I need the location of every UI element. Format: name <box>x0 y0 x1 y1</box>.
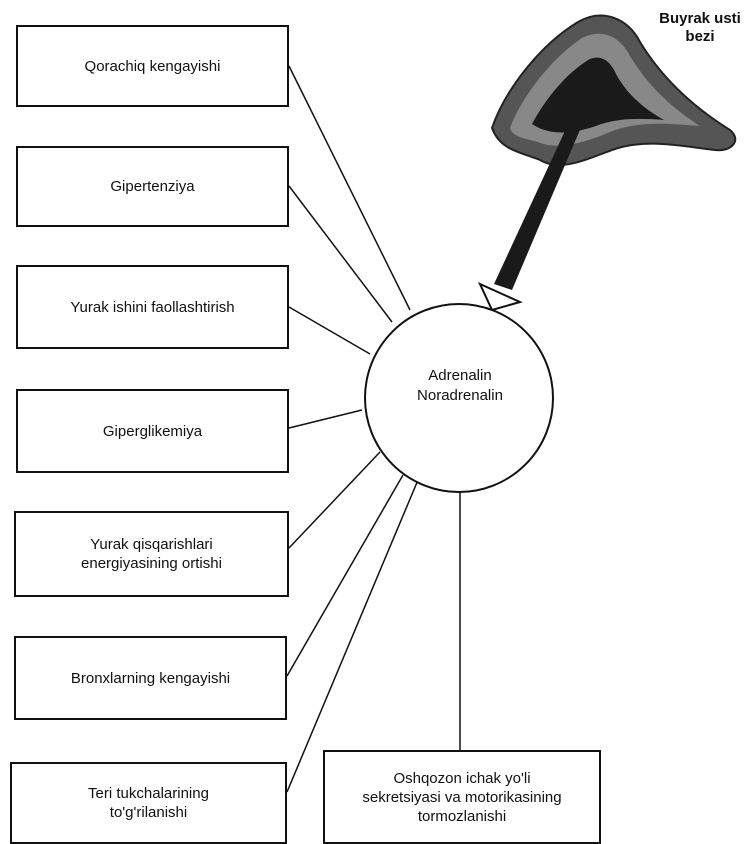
hormone-hub-label: Adrenalin Noradrenalin <box>362 366 558 406</box>
connector-yurak-ishi <box>289 307 370 354</box>
connector-giperglikemiya <box>289 410 362 428</box>
connector-yurak-qisqarishlari <box>289 452 380 548</box>
effect-box-bronxlarning-kengayishi: Bronxlarning kengayishi <box>14 636 287 720</box>
effect-box-yurak-qisqarishlari: Yurak qisqarishlari energiyasining ortis… <box>14 511 289 597</box>
effect-box-gipertenziya: Gipertenziya <box>16 146 289 227</box>
effect-box-qorachiq-kengayishi: Qorachiq kengayishi <box>16 25 289 107</box>
connector-gipertenziya <box>289 186 392 322</box>
effect-box-oshqozon-ichak: Oshqozon ichak yo'li sekretsiyasi va mot… <box>323 750 601 844</box>
connector-teri <box>287 480 418 792</box>
connector-qorachiq <box>289 66 410 310</box>
adrenal-gland-illustration <box>480 16 735 310</box>
effect-box-yurak-ishini-faollashtirish: Yurak ishini faollashtirish <box>16 265 289 349</box>
connector-bronxlar <box>287 475 403 676</box>
effect-box-giperglikemiya: Giperglikemiya <box>16 389 289 473</box>
adrenal-gland-label: Buyrak usti bezi <box>648 10 752 46</box>
release-arrowhead <box>480 284 520 310</box>
effect-box-teri-tukchalari: Teri tukchalarining to'g'rilanishi <box>10 762 287 844</box>
